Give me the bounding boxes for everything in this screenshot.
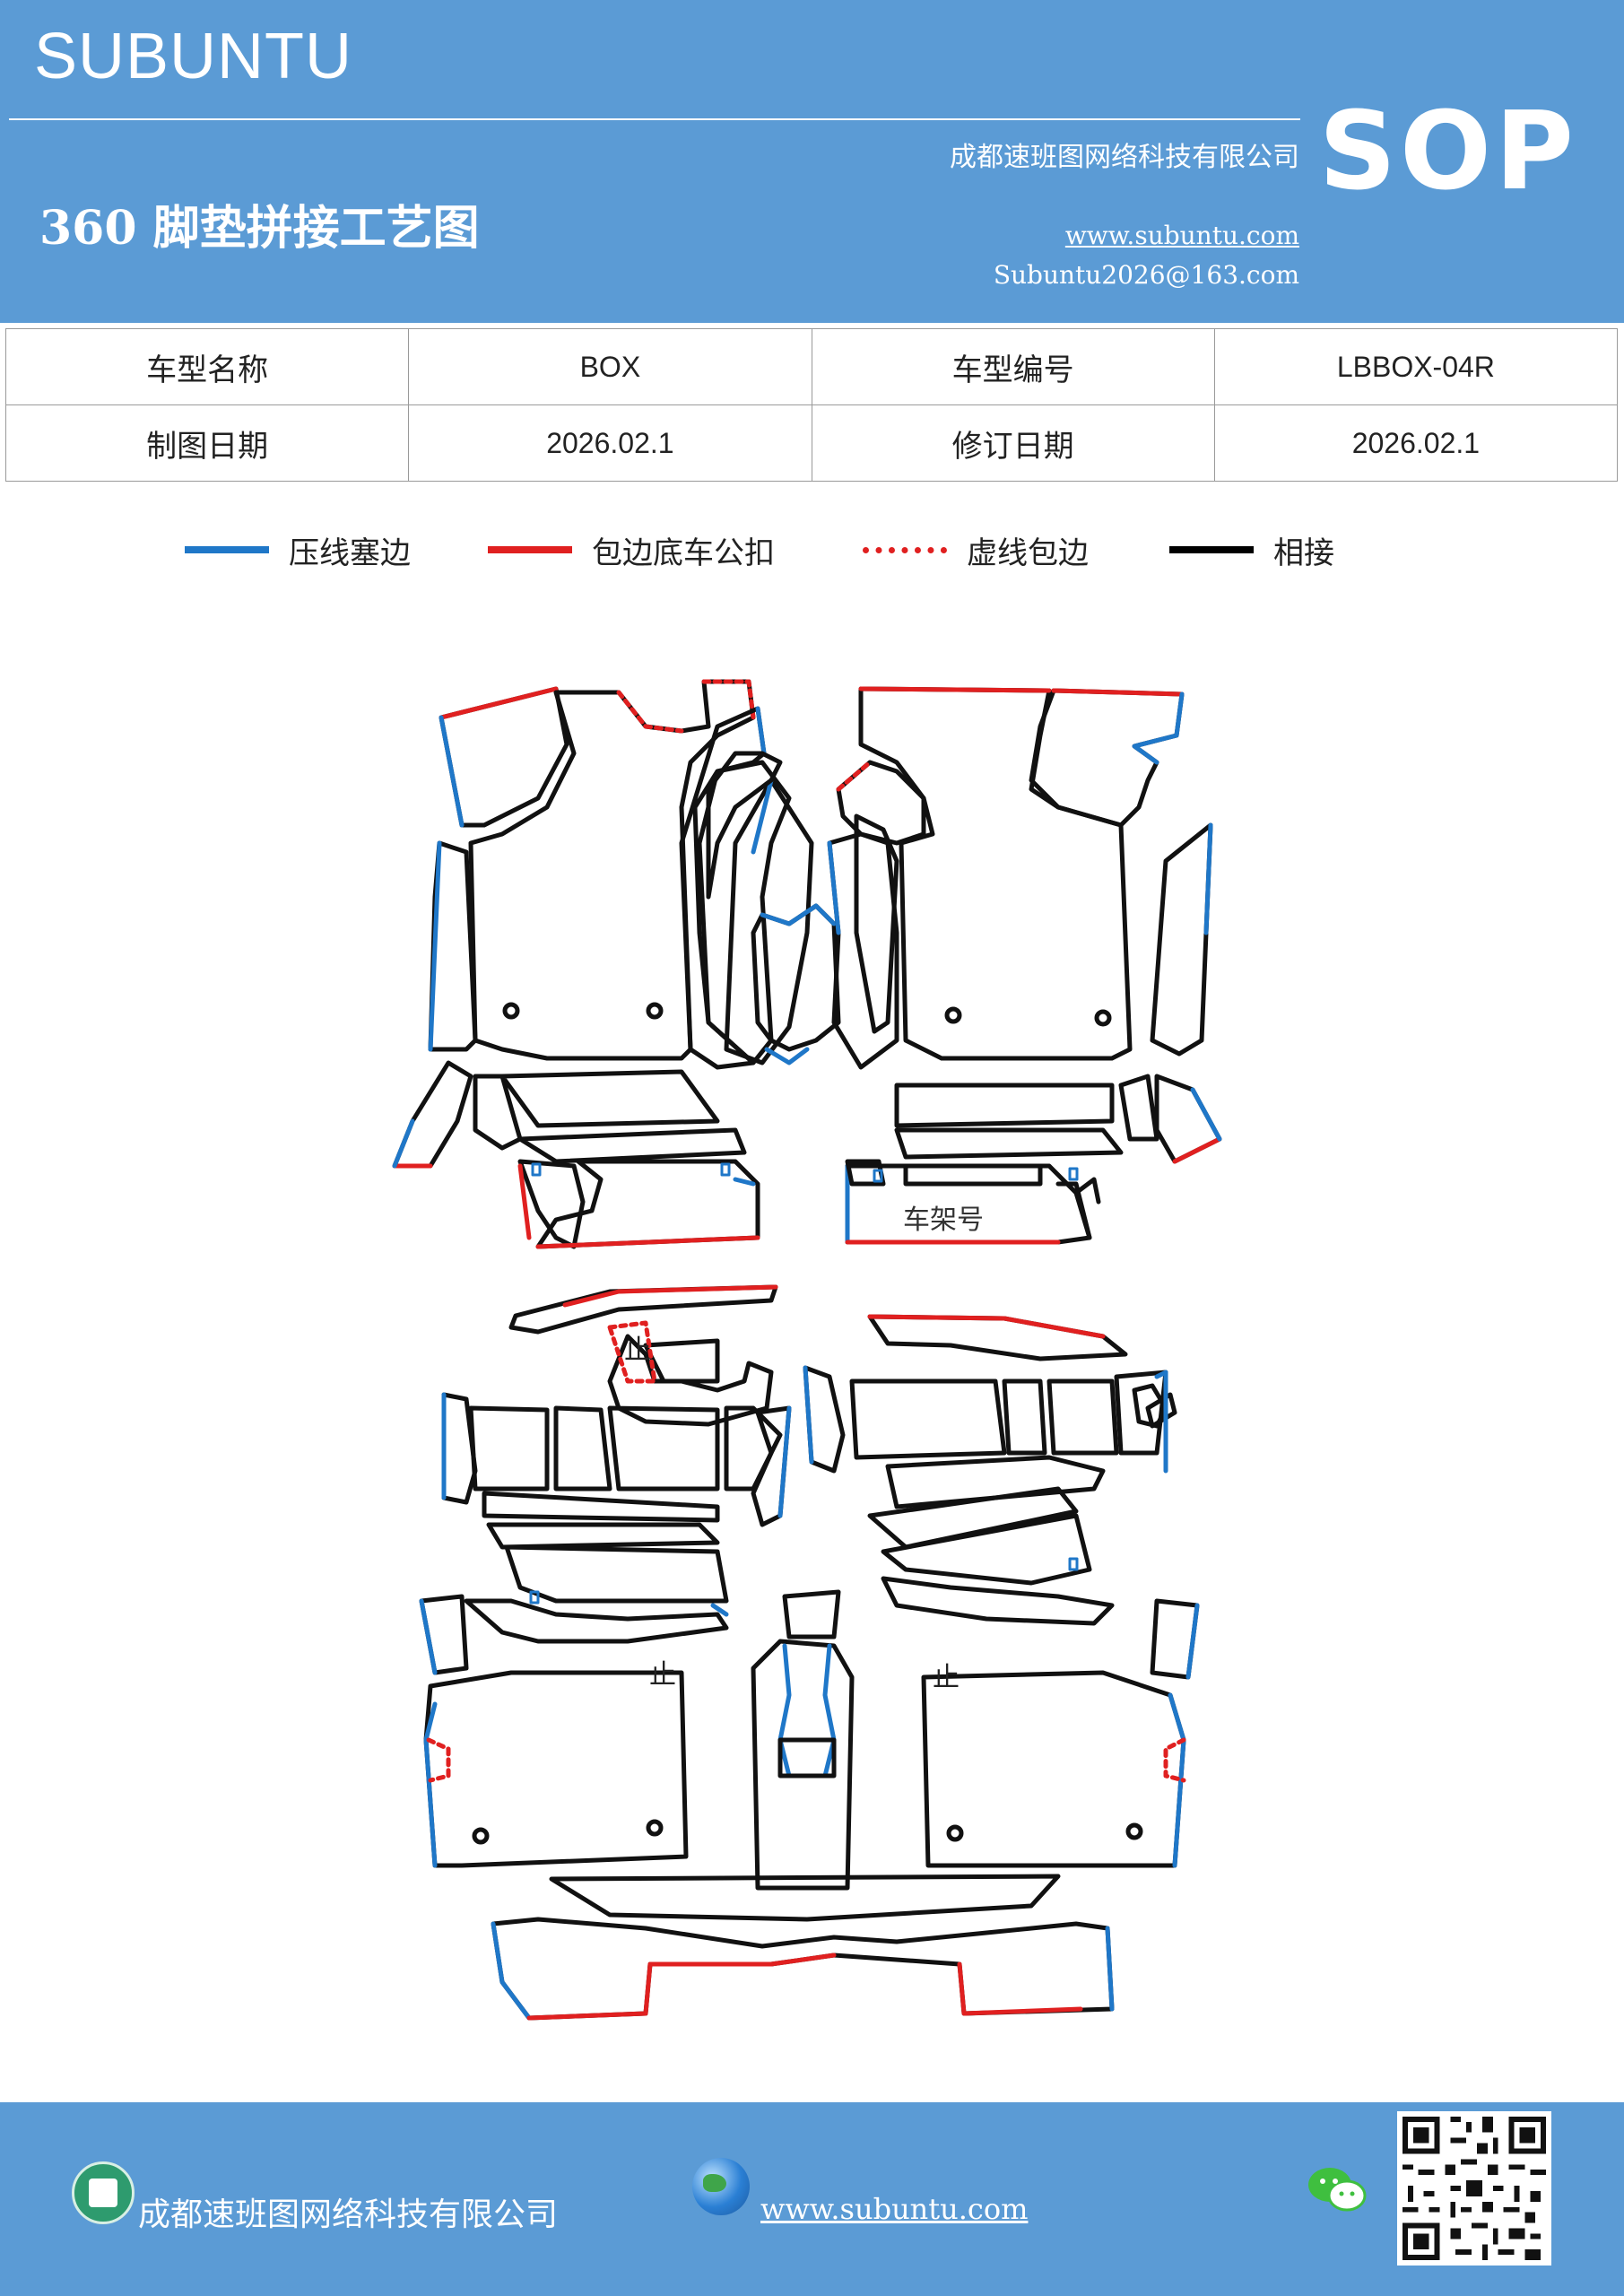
value-model-name: BOX [408, 328, 812, 405]
vehicle-info-table: 车型名称 BOX 车型编号 LBBOX-04R 制图日期 2026.02.1 修… [4, 328, 1619, 482]
header-divider [9, 118, 1300, 120]
lower-rear-mats: 止 止 [423, 1659, 1186, 2021]
value-revision-date: 2026.02.1 [1213, 404, 1619, 482]
label-model-code: 车型编号 [811, 328, 1215, 405]
footer-banner: 成都速班图网络科技有限公司 www.subuntu.com [0, 2102, 1624, 2296]
header-website-link[interactable]: www.subuntu.com [1064, 221, 1299, 250]
value-draw-date: 2026.02.1 [408, 404, 812, 482]
middle-left-mats: 止 [419, 1284, 792, 1675]
upper-left-mats [392, 679, 814, 1249]
header-banner: SUBUNTU 成都速班图网络科技有限公司 SOP 360 脚垫拼接工艺图 ww… [0, 0, 1624, 323]
stop-mark: 止 [933, 1662, 960, 1693]
legend-label: 相接 [1273, 535, 1334, 571]
document-title: 360 脚垫拼接工艺图 [39, 201, 480, 256]
legend-swatch [488, 546, 572, 553]
label-revision-date: 修订日期 [811, 404, 1215, 482]
legend-item-red-dotted: 虚线包边 [863, 527, 1089, 572]
legend-label: 虚线包边 [967, 535, 1089, 571]
legend-swatch [1169, 546, 1254, 553]
lower-center-tunnel [751, 1589, 855, 1891]
floor-mat-splice-diagram: 车架号 止 [392, 679, 1222, 2021]
stop-mark: 止 [649, 1659, 676, 1691]
legend-item-black: 相接 [1169, 527, 1334, 572]
table-row: 制图日期 2026.02.1 修订日期 2026.02.1 [4, 404, 1619, 482]
stop-mark: 止 [624, 1335, 651, 1366]
sop-badge: SOP [1318, 90, 1577, 214]
qr-code [1397, 2111, 1551, 2266]
wechat-icon[interactable] [1306, 2163, 1368, 2217]
vin-label: 车架号 [903, 1205, 984, 1236]
table-row: 车型名称 BOX 车型编号 LBBOX-04R [4, 328, 1619, 405]
label-model-name: 车型名称 [4, 328, 410, 405]
header-email: Subuntu2026@163.com [993, 260, 1299, 290]
upper-right-mats: 车架号 [845, 686, 1222, 1245]
value-model-code: LBBOX-04R [1213, 328, 1619, 405]
legend-swatch [185, 546, 269, 553]
globe-icon [692, 2158, 750, 2215]
middle-right-mats [803, 1314, 1200, 1680]
legend-label: 压线塞边 [289, 535, 411, 571]
footer-company: 成都速班图网络科技有限公司 [138, 2196, 559, 2233]
legend-swatch [863, 546, 947, 553]
footer-website-link[interactable]: www.subuntu.com [760, 2192, 1029, 2226]
legend-item-red: 包边底车公扣 [488, 527, 775, 572]
upper-center-tunnel [692, 751, 926, 1070]
building-icon [72, 2161, 135, 2224]
legend-label: 包边底车公扣 [592, 535, 775, 571]
header-company: 成都速班图网络科技有限公司 [950, 142, 1299, 173]
brand-name: SUBUNTU [34, 21, 353, 92]
label-draw-date: 制图日期 [4, 404, 410, 482]
legend-item-blue: 压线塞边 [185, 527, 411, 572]
